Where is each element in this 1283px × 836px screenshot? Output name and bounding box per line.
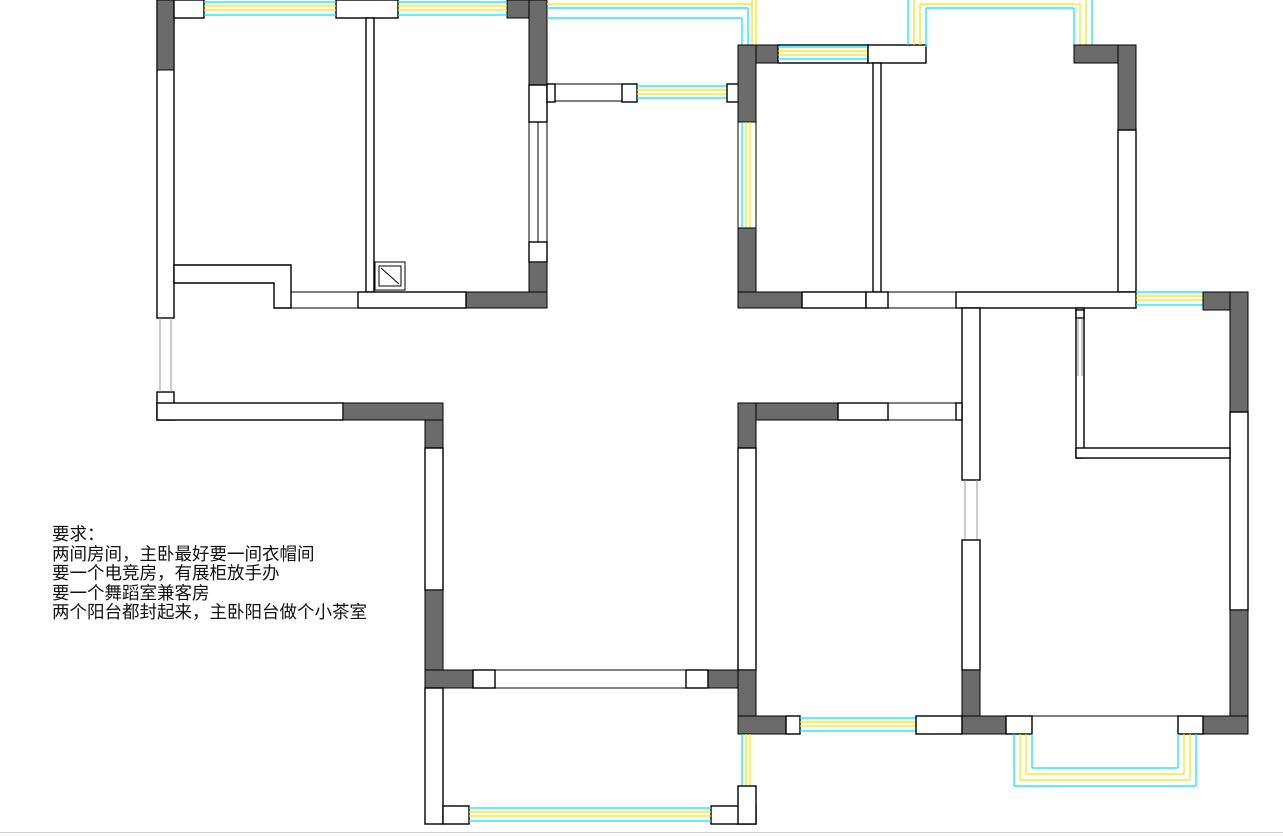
top-right-rooms (737, 0, 1137, 309)
column-tl-topleft (156, 0, 175, 71)
requirement-line-1: 两间房间，主卧最好要一间衣帽间 (52, 544, 315, 565)
wall-tl-top-a (173, 0, 205, 19)
column-tl-bottom (465, 291, 548, 309)
wall-tl-bottom (357, 291, 467, 309)
closet-wall (1075, 307, 1085, 459)
wall-tr-top-block (867, 44, 927, 64)
wall-tl-right-b (528, 241, 548, 263)
requirements-heading: 要求： (52, 525, 105, 545)
column-left-mid-down (424, 419, 444, 449)
column-tl-right-top (528, 0, 548, 86)
bottom-balcony (424, 447, 757, 825)
wall-tl-left (156, 0, 175, 319)
requirements-note: 要求： 两间房间，主卧最好要一间衣帽间 要一个电竞房，有展柜放手办 要一个舞蹈室… (52, 525, 367, 624)
wall-tl-nook (173, 264, 292, 309)
wall-r-left-a (961, 307, 981, 481)
requirement-line-4: 两个阳台都封起来，主卧阳台做个小茶室 (52, 603, 367, 623)
passage-top (546, 0, 757, 103)
window-tl-b (398, 1, 507, 16)
wall-tl-right-a (528, 84, 548, 123)
bottom-divider (0, 832, 1283, 833)
wall-tl-top-b (335, 0, 399, 19)
wall-left-mid (156, 402, 344, 421)
requirement-line-3: 要一个舞蹈室兼客房 (52, 583, 210, 604)
right-rooms (961, 291, 1249, 787)
bay-window-bottom (1013, 734, 1197, 787)
wall-left-lower (424, 447, 444, 591)
bay-window-top (907, 0, 1093, 47)
column-left-mid (342, 402, 444, 421)
top-left-room (156, 0, 548, 449)
middle-right-room (707, 402, 963, 786)
floor-drain-icon (374, 261, 406, 291)
partition-tr-vertical (872, 62, 882, 293)
window-tl-a (204, 1, 336, 16)
requirement-line-2: 要一个电竞房，有展柜放手办 (52, 564, 280, 584)
partition-tl-vertical (365, 17, 375, 293)
